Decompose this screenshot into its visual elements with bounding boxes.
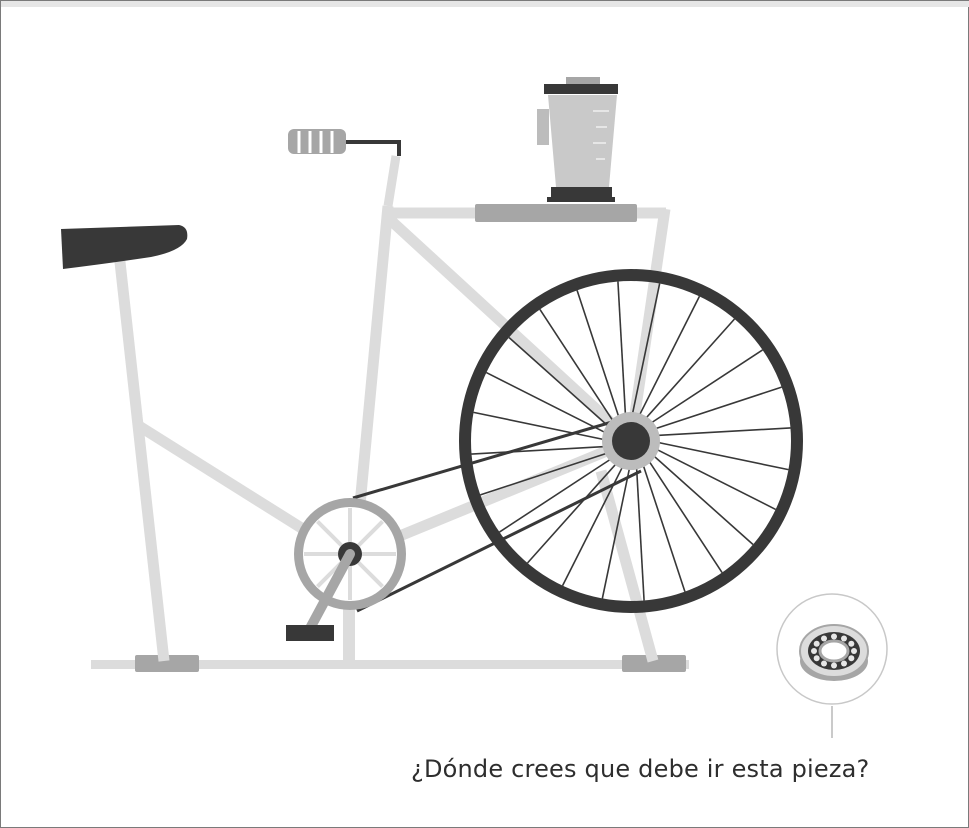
wheel-spoke [635,460,645,601]
bearing-ball [813,640,820,647]
wheel-spoke [508,336,615,432]
foot-right [622,655,686,672]
blender-jar-icon [537,77,618,202]
wheel-spoke [471,445,612,455]
hub-support [625,208,671,442]
wheel-spoke [473,411,612,442]
bearing-ball [841,635,847,642]
handlebar-grip-icon [288,129,401,207]
frame-top-strip [1,1,969,7]
wheel-spoke [539,308,618,428]
wheel-spoke [630,283,661,422]
wheel-spoke [644,349,764,428]
wheel-spoke [486,371,613,437]
wheel-spoke [647,450,754,546]
bearing-ball [848,655,855,662]
wheel-spoke [650,440,789,471]
wheel-spoke [649,445,776,511]
rear-stay [595,469,659,663]
ball-bearing-icon [776,593,888,738]
chainring-spoke [357,561,384,588]
wheel-spoke [650,427,791,437]
question-caption: ¿Dónde crees que debe ir esta pieza? [411,755,870,783]
chainring-spoke [316,561,343,588]
ground-bar [91,660,689,669]
seat-post [113,252,170,662]
wheel-spoke [526,457,622,564]
wheel-spoke [576,290,622,424]
pedal-icon [286,625,334,641]
crank-arm [303,549,355,637]
chainring-spoke [357,520,384,547]
wheel-spoke [480,450,614,496]
bearing-ball [831,662,837,669]
wheel-spoke [617,281,627,422]
bearing-ball [811,648,817,654]
wheel-spoke [640,318,736,425]
bearing-ball [848,640,855,647]
wheel-spoke [648,386,782,432]
bearing-ball [821,660,827,667]
wheel-spoke [635,296,701,423]
bearing-ball [841,660,847,667]
bicycle-seat-icon [61,225,188,269]
wheel-spoke [561,459,627,586]
wheel-spoke [644,454,723,574]
blender-platform [475,204,637,222]
wheel-spoke [640,458,686,592]
bearing-ball [831,633,837,640]
foot-left [135,655,199,672]
bearing-ball [851,648,857,654]
chainring-spoke [316,520,343,547]
spoked-wheel-icon [459,269,803,613]
wheel-spoke [498,454,618,533]
bearing-ball [813,655,820,662]
wheel-spoke [601,460,632,599]
bearing-ball [821,635,827,642]
